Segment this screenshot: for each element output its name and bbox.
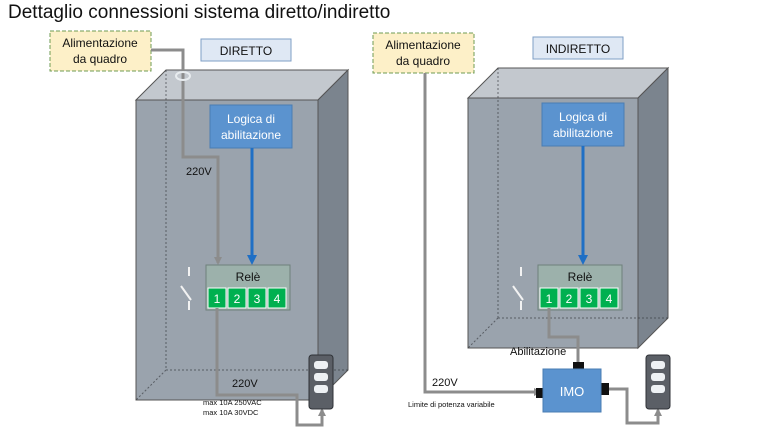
direct-voltage-inner: 220V	[186, 166, 212, 178]
direct-terminal-1: 1	[214, 292, 221, 306]
direct-terminal-4: 4	[274, 292, 281, 306]
indirect-logic-block: Logica di abilitazione	[541, 102, 625, 147]
direct-voltage-outer: 220V	[232, 378, 258, 390]
indirect-load-device-icon	[645, 354, 671, 410]
indirect-logic-line-1: Logica di	[559, 110, 607, 124]
direct-cable-gland-icon	[175, 71, 191, 81]
indirect-relay-name: Relè	[568, 270, 593, 284]
imo-module-label: IMO	[560, 384, 585, 399]
direct-load-device-icon	[308, 354, 334, 410]
indirect-switch-icon	[512, 267, 524, 310]
indirect-terminal-1: 1	[546, 292, 553, 306]
indirect-terminal-4: 4	[606, 292, 613, 306]
indirect-enable-label: Abilitazione	[510, 346, 566, 358]
indirect-logic-line-2: abilitazione	[553, 126, 613, 140]
direct-section: Alimentazione da quadro DIRETTO 220V Log…	[49, 30, 350, 427]
indirect-supply-note: Alimentazione da quadro	[372, 32, 475, 74]
indirect-relay: Relè 1 2 3 4	[537, 264, 623, 311]
direct-logic-line-2: abilitazione	[221, 128, 281, 142]
indirect-voltage: 220V	[432, 377, 458, 389]
direct-supply-note: Alimentazione da quadro	[49, 30, 152, 72]
indirect-supply-line-2: da quadro	[396, 54, 450, 68]
direct-output-wire	[215, 308, 326, 427]
page-title: Dettaglio connessioni sistema diretto/in…	[8, 2, 391, 23]
indirect-mode-label: INDIRETTO	[532, 36, 624, 60]
direct-rating-2: max 10A 30VDC	[203, 408, 259, 417]
indirect-mode-text: INDIRETTO	[546, 42, 610, 56]
indirect-terminal-3: 3	[586, 292, 593, 306]
indirect-power-note: Limite di potenza variabile	[408, 400, 495, 409]
direct-enclosure	[134, 68, 350, 402]
imo-module: IMO	[536, 362, 609, 413]
indirect-section: Alimentazione da quadro INDIRETTO 220V L…	[372, 32, 671, 425]
direct-relay: Relè 1 2 3 4	[205, 264, 291, 311]
indirect-supply-wire	[423, 73, 542, 396]
direct-mode-label: DIRETTO	[200, 38, 292, 62]
direct-supply-line-2: da quadro	[73, 52, 127, 66]
direct-relay-name: Relè	[236, 270, 261, 284]
direct-logic-line-1: Logica di	[227, 112, 275, 126]
direct-terminal-2: 2	[234, 292, 241, 306]
direct-terminal-3: 3	[254, 292, 261, 306]
direct-mode-text: DIRETTO	[220, 44, 272, 58]
direct-logic-block: Logica di abilitazione	[209, 104, 293, 149]
direct-switch-icon	[180, 267, 192, 310]
indirect-enable-wire	[547, 308, 580, 366]
direct-supply-wire	[151, 48, 222, 265]
indirect-terminal-2: 2	[566, 292, 573, 306]
direct-supply-line-1: Alimentazione	[62, 36, 138, 50]
direct-rating-1: max 10A 250VAC	[203, 398, 262, 407]
indirect-supply-line-1: Alimentazione	[385, 38, 461, 52]
indirect-output-wire	[609, 387, 662, 425]
